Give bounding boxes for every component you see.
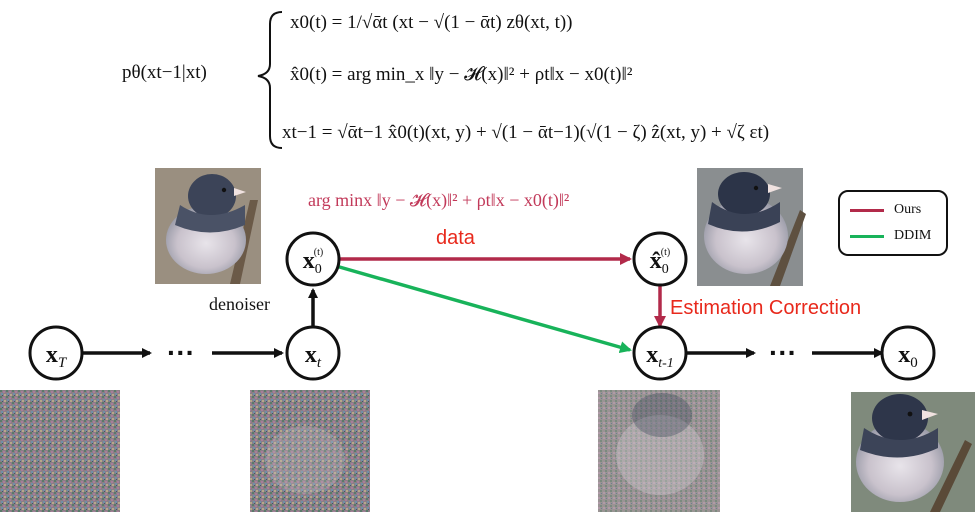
equation-line-2: x̂0(t) = arg min_x ‖y − 𝓗(x)‖² + ρt‖x − …: [290, 64, 633, 85]
legend-label-ours: Ours: [894, 202, 922, 217]
node-x0: [880, 325, 936, 381]
legend-swatch-ours: [850, 208, 884, 212]
bird-image-x0-corrected: [697, 168, 806, 286]
argmin-formula-label: arg minx ‖y − 𝓗(x)‖² + ρt‖x − x0(t)‖²: [308, 190, 570, 210]
arrow-ddim-x0t-to-xtm1: [335, 264, 632, 354]
node-label-x0t: x0(t): [303, 247, 323, 277]
noise-image-xt: [250, 390, 370, 512]
data-label: data: [436, 227, 475, 249]
equation-line-1: x0(t) = 1/√ᾱt (xt − √(1 − ᾱt) zθ(xt, t)): [290, 12, 573, 33]
node-xt: [285, 325, 341, 381]
noise-image-xT: [0, 390, 120, 512]
node-x0hat: [632, 231, 688, 287]
node-label-x0hat: x̂0(t): [650, 247, 670, 277]
legend: Ours DDIM: [838, 190, 948, 256]
node-xtm1: [632, 325, 688, 381]
dots-right: ···: [769, 337, 797, 368]
noise-image-xt-1: [598, 390, 720, 512]
legend-item-ours: Ours: [850, 200, 921, 220]
equation-lhs: pθ(xt−1|xt): [122, 62, 207, 83]
estimation-correction-label: Estimation Correction: [670, 297, 862, 319]
equation-line-3: xt−1 = √ᾱt−1 x̂0(t)(xt, y) + √(1 − ᾱt−1)…: [282, 122, 770, 143]
legend-swatch-ddim: [850, 234, 884, 238]
legend-item-ddim: DDIM: [850, 226, 931, 246]
node-label-xtm1: xt-1: [646, 342, 674, 371]
bird-image-x0-estimate: [155, 168, 261, 284]
node-label-x0: x0: [898, 342, 918, 371]
node-xT: [28, 325, 84, 381]
node-label-xT: xT: [46, 342, 68, 371]
denoiser-label: denoiser: [209, 294, 270, 314]
dots-left: ···: [167, 337, 195, 368]
node-x0t: [285, 231, 341, 287]
bird-image-final: [851, 392, 975, 512]
legend-label-ddim: DDIM: [894, 228, 932, 243]
node-label-xt: xt: [305, 342, 322, 371]
